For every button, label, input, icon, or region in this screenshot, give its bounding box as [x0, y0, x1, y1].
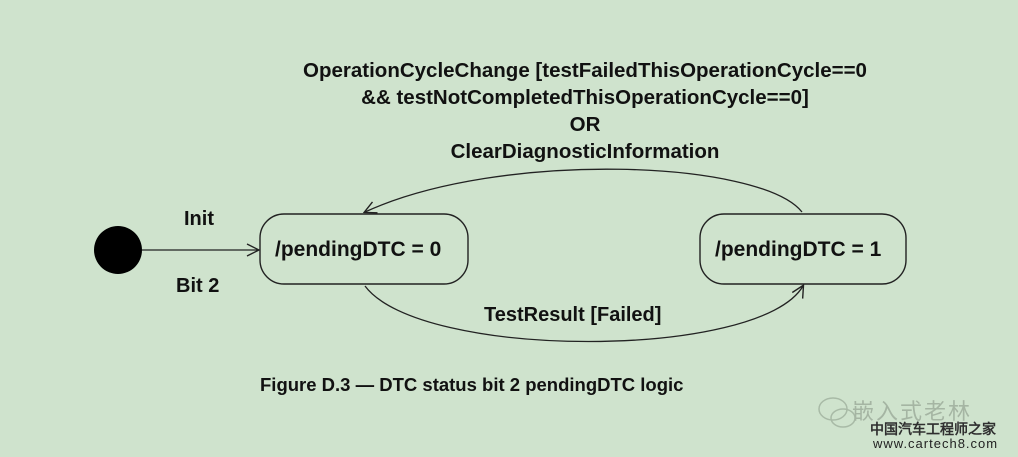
- bit-label: Bit 2: [176, 275, 220, 297]
- watermark-site-name: 中国汽车工程师之家: [870, 421, 996, 437]
- state-pending-1-label: /pendingDTC = 1: [715, 238, 882, 261]
- reset-transition-line-2: && testNotCompletedThisOperationCycle==0…: [361, 86, 809, 109]
- reset-transition-line-1: OperationCycleChange [testFailedThisOper…: [303, 59, 867, 82]
- failed-transition-label: TestResult [Failed]: [484, 304, 662, 326]
- watermark-author: 嵌入式老林: [852, 399, 973, 424]
- reset-transition-arrow: [365, 168, 803, 212]
- failed-transition-arrow: [364, 286, 803, 343]
- wechat-icon: [818, 397, 856, 428]
- reset-transition-label: OperationCycleChange [testFailedThisOper…: [180, 57, 990, 165]
- figure-caption: Figure D.3 — DTC status bit 2 pendingDTC…: [260, 374, 684, 395]
- state-pending-0-label: /pendingDTC = 0: [275, 238, 442, 261]
- state-pending-0: [259, 213, 469, 285]
- initial-state-node: [94, 226, 142, 274]
- reset-transition-line-3: OR: [569, 113, 601, 136]
- init-label: Init: [184, 208, 214, 230]
- watermark-url: www.cartech8.com: [873, 436, 999, 451]
- reset-transition-line-4: ClearDiagnosticInformation: [450, 140, 720, 163]
